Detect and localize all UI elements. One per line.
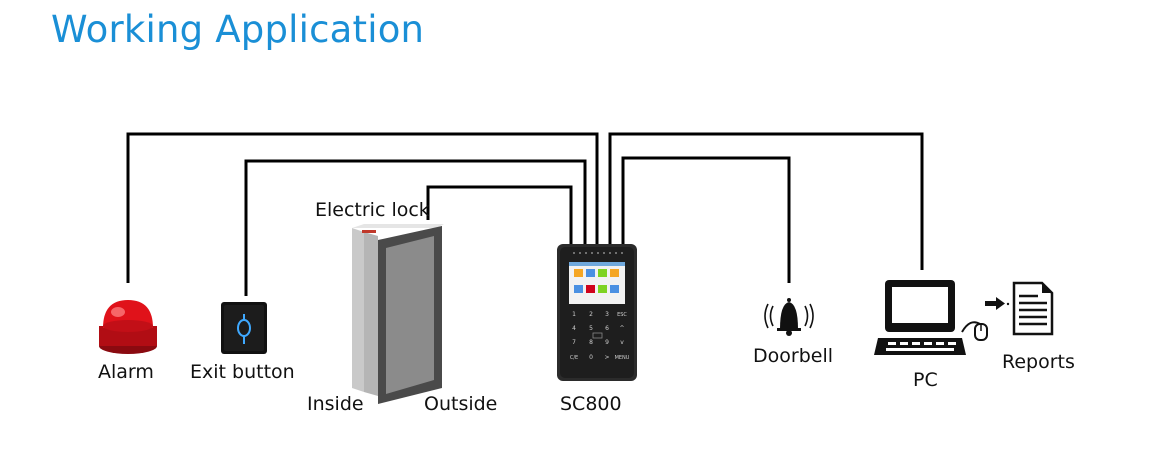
wire-pc	[608, 132, 924, 270]
keypad-key: 7	[572, 339, 576, 346]
exit-button-icon	[221, 302, 267, 354]
wire-exit-button	[244, 159, 587, 296]
terminal-device-icon: 1 2 3 ESC 4 5 6 ^ 7 8 9 vC/E 0 > MENU	[557, 244, 637, 381]
electric-lock-label: Electric lock	[315, 199, 430, 221]
keypad-key: 9	[605, 339, 609, 346]
siren-icon	[99, 300, 157, 354]
arrow-icon	[985, 297, 1010, 310]
keypad-key: C/E	[570, 355, 578, 361]
keypad-key: 5	[589, 325, 593, 332]
keypad-key: 8	[589, 339, 593, 346]
terminal-keypad: 1 2 3 ESC 4 5 6 ^ 7 8 9 vC/E 0 > MENU	[570, 311, 630, 361]
keypad-key: MENU	[615, 355, 630, 361]
wire-doorbell	[621, 156, 791, 283]
computer-icon	[874, 280, 988, 355]
keypad-key: v	[620, 339, 624, 346]
document-icon	[1012, 281, 1054, 336]
keypad-key: 4	[572, 325, 576, 332]
bell-icon	[764, 298, 814, 336]
wire-electric-lock	[426, 185, 573, 246]
keypad-key: 0	[589, 354, 593, 361]
reports-label: Reports	[1002, 351, 1075, 373]
inside-label: Inside	[307, 393, 364, 415]
keypad-key: 2	[589, 311, 593, 318]
door-person-icon	[352, 224, 444, 404]
keypad-key: >	[604, 354, 609, 361]
keypad-key: ESC	[617, 312, 627, 318]
wires	[126, 132, 924, 296]
keypad-key: ^	[619, 325, 624, 332]
alarm-label: Alarm	[98, 361, 154, 383]
exit-button-label: Exit button	[190, 361, 295, 383]
outside-label: Outside	[424, 393, 498, 415]
wire-alarm	[126, 132, 599, 283]
keypad-key: 3	[605, 311, 609, 318]
page-title: Working Application	[51, 8, 425, 51]
pc-label: PC	[913, 369, 938, 391]
keypad-key: 6	[605, 325, 609, 332]
keypad-key: 1	[572, 311, 576, 318]
doorbell-label: Doorbell	[753, 345, 833, 367]
terminal-label: SC800	[560, 393, 622, 415]
